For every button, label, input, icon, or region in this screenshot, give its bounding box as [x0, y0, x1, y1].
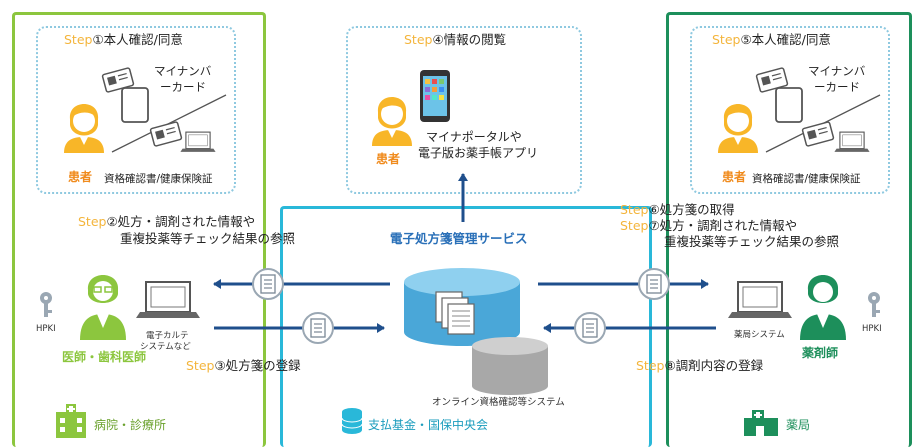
step-text: ①本人確認/同意	[92, 32, 183, 47]
online-system-label: オンライン資格確認等システム	[432, 397, 565, 408]
center-app-line2: 電子版お薬手帳アプリ	[418, 146, 539, 160]
right-insurance-card-icon	[801, 120, 835, 148]
step5-label: Step⑤本人確認/同意	[712, 32, 831, 48]
right-card-reader-icon	[775, 87, 803, 123]
center-patient-label: 患者	[376, 152, 401, 166]
step-text: ④情報の閲覧	[432, 32, 507, 47]
left-card-label-line2: ーカード	[160, 80, 206, 94]
doctor-hpki-label: HPKI	[36, 324, 56, 334]
center-patient-icon	[372, 97, 412, 146]
step-prefix: Step	[186, 358, 215, 373]
step-prefix: Step	[636, 358, 665, 373]
right-patient-box	[690, 26, 890, 194]
doc-circle-step6	[638, 268, 670, 300]
service-label: 電子処方箋管理サービス	[390, 231, 528, 246]
fund-database-icon	[341, 408, 363, 434]
left-laptop-small-icon	[179, 131, 217, 153]
step-prefix: Step	[620, 218, 649, 233]
pharmacy-label: 薬局	[786, 418, 811, 432]
step6-label: Step⑥処方箋の取得	[620, 202, 735, 218]
step-text: ⑧調剤内容の登録	[664, 358, 764, 373]
fund-label: 支払基金・国保中央会	[368, 418, 489, 432]
doctor-label: 医師・歯科医師	[62, 350, 147, 364]
left-patient-box	[36, 26, 236, 194]
right-card-label-line2: ーカード	[814, 80, 860, 94]
doctor-system-line2: システムなど	[140, 342, 191, 352]
left-patient-label: 患者	[68, 170, 93, 184]
hospital-label: 病院・診療所	[94, 418, 167, 432]
left-insurance-label: 資格確認書/健康保険証	[104, 173, 213, 185]
right-laptop-small-icon	[833, 131, 871, 153]
step-text: ⑤本人確認/同意	[740, 32, 831, 47]
right-patient-label: 患者	[722, 170, 747, 184]
right-insurance-label: 資格確認書/健康保険証	[752, 173, 861, 185]
step-text: ⑦処方・調剤された情報や	[648, 218, 798, 233]
pharmacist-icon	[800, 275, 846, 340]
step7-label-line2: 重複投薬等チェック結果の参照	[664, 234, 840, 249]
left-patient-icon	[64, 104, 104, 153]
step4-label: Step④情報の閲覧	[404, 32, 506, 48]
pharmacy-laptop-icon	[727, 281, 793, 319]
right-card-label-line1: マイナンバ	[808, 64, 866, 78]
doc-circle-step2	[252, 268, 284, 300]
pharmacy-system-label: 薬局システム	[734, 330, 785, 340]
pharmacist-hpki-label: HPKI	[862, 324, 882, 334]
pharmacy-frame	[666, 12, 912, 447]
hospital-frame	[12, 12, 266, 447]
online-system-database-icon	[472, 337, 548, 395]
left-card-label-line1: マイナンバ	[154, 64, 212, 78]
step2-label: Step②処方・調剤された情報や	[78, 214, 255, 230]
doc-circle-step3	[302, 312, 334, 344]
step7-label: Step⑦処方・調剤された情報や	[620, 218, 797, 234]
step-text: ⑥処方箋の取得	[648, 202, 735, 217]
step-prefix: Step	[404, 32, 433, 47]
step-text: ②処方・調剤された情報や	[106, 214, 256, 229]
step-prefix: Step	[712, 32, 741, 47]
doctor-hpki-key-icon	[40, 292, 52, 317]
step2-label-line2: 重複投薬等チェック結果の参照	[120, 231, 296, 246]
database-icon	[404, 268, 520, 346]
doctor-laptop-icon	[135, 281, 201, 319]
step-prefix: Step	[64, 32, 93, 47]
right-patient-icon	[718, 104, 758, 153]
hospital-building-icon	[56, 404, 86, 438]
doc-circle-step8	[574, 312, 606, 344]
step8-label: Step⑧調剤内容の登録	[636, 358, 763, 374]
left-insurance-card-icon	[149, 120, 183, 148]
step-prefix: Step	[620, 202, 649, 217]
step-text: ③処方箋の登録	[214, 358, 301, 373]
pharmacist-hpki-key-icon	[868, 292, 880, 317]
step-prefix: Step	[78, 214, 107, 229]
step1-label: Step①本人確認/同意	[64, 32, 183, 48]
pharmacist-label: 薬剤師	[802, 346, 839, 360]
doctor-system-line1: 電子カルテ	[146, 331, 189, 341]
step3-label: Step③処方箋の登録	[186, 358, 301, 374]
pharmacy-building-icon	[744, 410, 778, 436]
left-card-reader-icon	[121, 87, 149, 123]
center-app-line1: マイナポータルや	[426, 130, 522, 144]
doctor-icon	[80, 275, 126, 340]
